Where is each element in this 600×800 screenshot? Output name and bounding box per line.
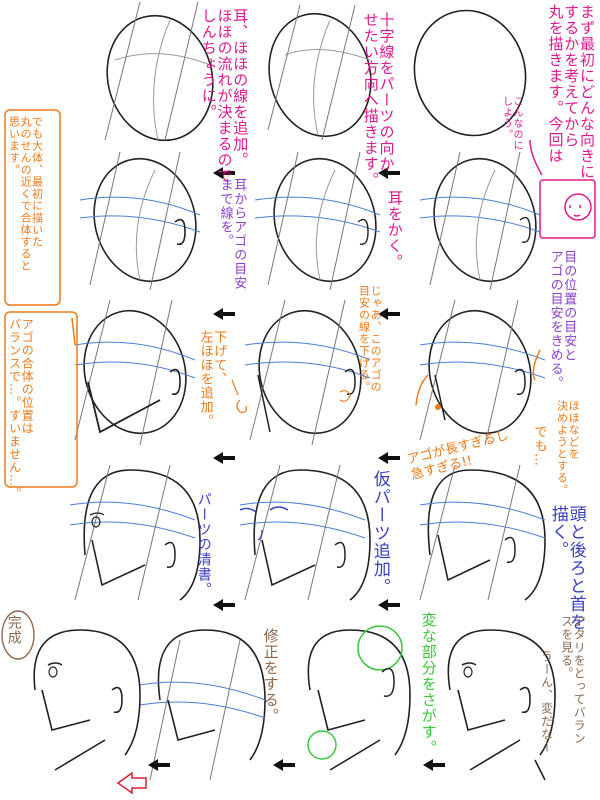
left-arrow-icon xyxy=(213,452,235,464)
left-arrow-icon xyxy=(213,167,235,179)
head-sketch-step-2 xyxy=(267,4,372,141)
note-done: 完成 xyxy=(5,615,22,645)
head-sketch-step-1 xyxy=(413,9,527,137)
head-sketch-step-12 xyxy=(69,464,201,601)
arrows xyxy=(148,167,445,771)
note-eye-position: 目の位置の目安と アゴの目安をきめる。 xyxy=(547,250,577,390)
head-sketch-step-14 xyxy=(307,625,411,771)
head-sketch-step-8 xyxy=(244,299,371,446)
head-sketch-step-3 xyxy=(104,1,214,142)
left-arrow-icon xyxy=(378,452,400,464)
note-ear-to-jaw: 耳からアゴの目安 まで線を。 xyxy=(217,178,247,290)
note-atari-check: アタリをとってバラン スを見る。 xyxy=(559,615,587,745)
note-cheek-balance: ほほなどを 決めようとする。 xyxy=(555,400,581,496)
left-arrow-icon xyxy=(378,308,400,320)
done-circle xyxy=(1,610,35,660)
head-sketch-step-4 xyxy=(419,151,541,291)
left-arrow-icon xyxy=(378,167,400,179)
note-ear-add: 耳をかく。 xyxy=(385,190,404,270)
note-temp-parts: 仮パーツ追加。 xyxy=(369,470,390,596)
note-step1-main: まず最初にどんな向きに するかを考えてから 丸を描きます。今回は xyxy=(546,4,597,180)
note-jaw-position: アゴの合体の位置は バランスで…。すいません…。 xyxy=(7,318,35,500)
head-sketch-step-7 xyxy=(419,299,546,446)
left-arrow-icon xyxy=(213,599,235,611)
note-cross-line: 十字線をパーツの向か せたい方向へ描きます。 xyxy=(361,12,396,188)
note-strange: うーん、変だなー xyxy=(539,650,554,754)
head-sketch-final xyxy=(33,629,141,771)
note-ear-jaw-line: 耳、ほほの線を追加。 ほほの流れが決まるので しんちょうに。 xyxy=(199,8,250,184)
note-parts-clean: パーツの清書。 xyxy=(195,492,212,597)
head-sketch-step-13 xyxy=(447,629,556,781)
head-sketch-step-11 xyxy=(239,464,371,601)
left-arrow-icon xyxy=(148,759,170,771)
note-lower-add-cheek: 下げて、 左ほほを追加。 xyxy=(197,330,227,428)
head-sketch-step-5 xyxy=(254,151,381,291)
note-overall: でも大体、最初に描いた 丸のせんの近くで合体すると 思います。 xyxy=(7,116,44,272)
note-lower-jaw: じゃあ、このアゴの 目安の線を下げる。 xyxy=(357,285,383,393)
note-head-back-neck: 頭と後ろと首を 描く。 xyxy=(547,505,586,631)
head-sketch-step-6 xyxy=(79,151,201,291)
left-arrow-icon xyxy=(273,759,295,771)
left-arrow-icon xyxy=(213,308,235,320)
note-fix: 修正をする。 xyxy=(261,628,280,724)
orange-note-boxes xyxy=(4,109,541,488)
note-step1-small: こんなのに しよう。 xyxy=(500,96,523,151)
eye-line-sketch-box xyxy=(529,139,596,239)
head-sketch-step-15 xyxy=(139,629,266,781)
head-sketch-step-9 xyxy=(74,299,247,446)
done-arrow-icon xyxy=(116,771,147,795)
left-arrow-icon xyxy=(423,759,445,771)
note-demo: でも… xyxy=(531,425,547,467)
note-fix-strange: 変な部分をさがす。 xyxy=(419,612,438,756)
left-arrow-icon xyxy=(378,599,400,611)
head-sketch-step-10 xyxy=(419,464,546,601)
